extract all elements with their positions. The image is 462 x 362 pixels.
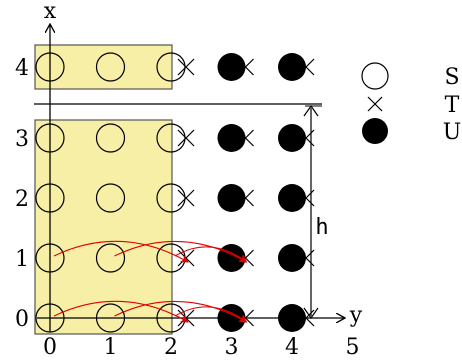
cross-stroke bbox=[297, 189, 315, 207]
open-circle-node bbox=[95, 243, 126, 273]
cross-node bbox=[297, 58, 315, 76]
y-axis-label: y bbox=[349, 303, 363, 328]
highlight-regions bbox=[34, 44, 173, 335]
cross-node bbox=[177, 58, 195, 76]
x-axis-label: x bbox=[44, 0, 57, 24]
cross-stroke bbox=[177, 189, 195, 207]
filled-circle-node bbox=[278, 124, 306, 152]
cross-stroke bbox=[297, 58, 315, 76]
dependency-arrow bbox=[114, 241, 248, 263]
col-tick-label: 1 bbox=[104, 335, 118, 360]
filled-circle-node bbox=[217, 184, 246, 212]
filled-circle-node bbox=[217, 124, 246, 152]
cross-node bbox=[177, 189, 195, 207]
highlight-region-top bbox=[34, 44, 173, 90]
open-circle-node bbox=[95, 303, 126, 333]
row-tick-label: 1 bbox=[15, 247, 29, 272]
dependency-arrow bbox=[114, 301, 248, 323]
open-circle-node bbox=[35, 183, 65, 213]
cross-node bbox=[237, 129, 254, 147]
col-tick-label: 4 bbox=[285, 335, 299, 360]
cross-stroke bbox=[237, 129, 254, 147]
legend: STU bbox=[361, 62, 462, 145]
dimension-arrow-up bbox=[303, 104, 319, 117]
dependency-arrow bbox=[53, 300, 189, 323]
legend-label: U bbox=[443, 120, 462, 145]
row-tick-label: 3 bbox=[15, 127, 29, 152]
cross-node bbox=[237, 58, 254, 76]
open-circle-node bbox=[95, 123, 126, 153]
cross-stroke bbox=[297, 129, 315, 147]
cross-stroke bbox=[177, 58, 195, 76]
dependency-arrows bbox=[53, 240, 248, 323]
cross-stroke bbox=[177, 129, 195, 147]
open-circle-node bbox=[35, 52, 65, 82]
cross-stroke bbox=[297, 309, 315, 327]
open-circle-node bbox=[95, 183, 126, 213]
col-tick-label: 3 bbox=[225, 335, 239, 360]
open-circle-node bbox=[156, 123, 186, 153]
axis-labels: x y h bbox=[44, 0, 363, 328]
open-circle-node bbox=[95, 52, 126, 82]
col-tick-label: 0 bbox=[43, 335, 57, 360]
dependency-arrow bbox=[174, 246, 248, 263]
dimension-arrow-down bbox=[303, 307, 319, 320]
legend-cross-icon bbox=[367, 96, 383, 112]
open-circle-node bbox=[156, 52, 186, 82]
cross-stroke bbox=[297, 249, 315, 267]
cross-node bbox=[297, 249, 315, 267]
filled-circle-node bbox=[278, 53, 306, 81]
row-tick-label: 4 bbox=[15, 56, 29, 81]
cross-stroke bbox=[237, 58, 254, 76]
cross-stroke bbox=[367, 96, 383, 112]
filled-circle-node bbox=[278, 244, 306, 272]
cross-node bbox=[177, 129, 195, 147]
open-circle-node bbox=[35, 303, 65, 333]
highlight-region-main bbox=[34, 119, 173, 335]
dependency-arrow bbox=[53, 240, 189, 263]
dependency-arrow bbox=[174, 306, 248, 323]
cross-node bbox=[297, 189, 315, 207]
row-tick-label: 0 bbox=[15, 307, 29, 332]
filled-circle-node bbox=[278, 184, 306, 212]
tick-labels: 0 1 2 3 4 0 1 2 3 4 5 bbox=[15, 56, 360, 360]
cross-stroke bbox=[237, 189, 254, 207]
row-tick-label: 2 bbox=[15, 187, 29, 212]
cross-node bbox=[297, 129, 315, 147]
legend-open-circle-icon bbox=[361, 62, 389, 90]
col-tick-label: 5 bbox=[346, 335, 360, 360]
legend-label: S bbox=[444, 65, 459, 90]
open-circle-node bbox=[35, 123, 65, 153]
filled-circle-node bbox=[217, 53, 246, 81]
cross-node bbox=[237, 189, 254, 207]
legend-filled-circle-icon bbox=[362, 118, 388, 144]
filled-circle-node bbox=[278, 304, 306, 332]
cross-node bbox=[297, 309, 315, 327]
open-circle-node bbox=[156, 183, 186, 213]
legend-label: T bbox=[445, 93, 460, 118]
col-tick-label: 2 bbox=[164, 335, 178, 360]
open-circle-node bbox=[35, 243, 65, 273]
dimension-label-h: h bbox=[315, 215, 328, 240]
